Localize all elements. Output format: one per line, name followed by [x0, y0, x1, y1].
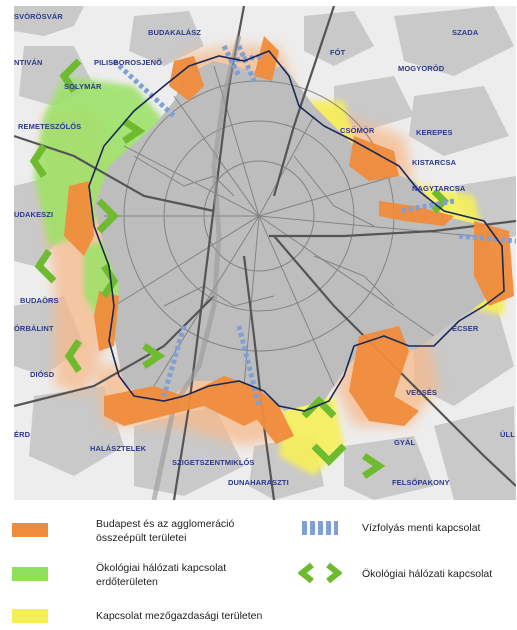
place-label: NAGYTARCSA — [412, 184, 466, 193]
legend-label-forest: Ökológiai hálózati kapcsolat erdőterület… — [96, 562, 227, 588]
legend-label-urban: Budapest és az agglomeráció összeépült t… — [96, 518, 235, 544]
legend-swatch-urban — [12, 523, 48, 537]
place-label: SZADA — [452, 28, 479, 37]
eco-arrows — [29, 58, 449, 479]
place-label: SZIGETSZENTMIKLÓS — [172, 458, 255, 467]
eco-arrow-icon — [297, 562, 343, 584]
place-label: ÉRD — [14, 430, 31, 439]
legend-label-agri: Kapcsolat mezőgazdasági területen — [96, 610, 263, 622]
legend-swatch-agri — [12, 609, 48, 623]
place-label: HALÁSZTELEK — [90, 444, 147, 453]
water-links — [112, 44, 516, 407]
place-label: ÖRBÁLINT — [14, 324, 54, 333]
place-label: DUNAHARASZTI — [228, 478, 289, 487]
place-label: GYÁL — [394, 438, 416, 447]
place-label: ÜLL — [500, 430, 515, 439]
place-label: BUDAKALÁSZ — [148, 28, 202, 37]
place-label: REMETESZŐLŐS — [18, 122, 82, 131]
legend-swatch-water — [302, 521, 338, 535]
urban-zones — [64, 36, 514, 444]
place-label: BUDAÖRS — [20, 296, 59, 305]
road-network — [104, 65, 475, 387]
map-canvas — [14, 6, 516, 500]
map-legend: Budapest és az agglomeráció összeépült t… — [0, 505, 517, 630]
place-label: KISTARCSA — [412, 158, 457, 167]
place-label: DIÓSD — [30, 370, 55, 379]
place-label: KEREPES — [416, 128, 453, 137]
place-label: MOGYORÓD — [398, 64, 445, 73]
place-label: NTIVÁN — [14, 58, 43, 67]
place-label: FÓT — [330, 48, 346, 57]
city-boundary — [88, 50, 505, 412]
place-label: ECSER — [452, 324, 479, 333]
legend-label-eco: Ökológiai hálózati kapcsolat — [362, 568, 493, 580]
place-label: SVÖRÖSVÁR — [14, 12, 63, 21]
place-label: UDAKESZI — [14, 210, 54, 219]
map-frame: SVÖRÖSVÁR BUDAKALÁSZ SZADA FÓT NTIVÁN PI… — [14, 6, 516, 500]
place-label: PILISBOROSJENŐ — [94, 58, 163, 67]
place-label: FELSŐPAKONY — [392, 478, 450, 487]
place-label: VECSÉS — [406, 388, 438, 397]
legend-label-water: Vízfolyás menti kapcsolat — [362, 522, 481, 534]
place-label: SOLYMÁR — [64, 82, 102, 91]
legend-swatch-forest — [12, 567, 48, 581]
place-label: CSÖMÖR — [340, 126, 375, 135]
